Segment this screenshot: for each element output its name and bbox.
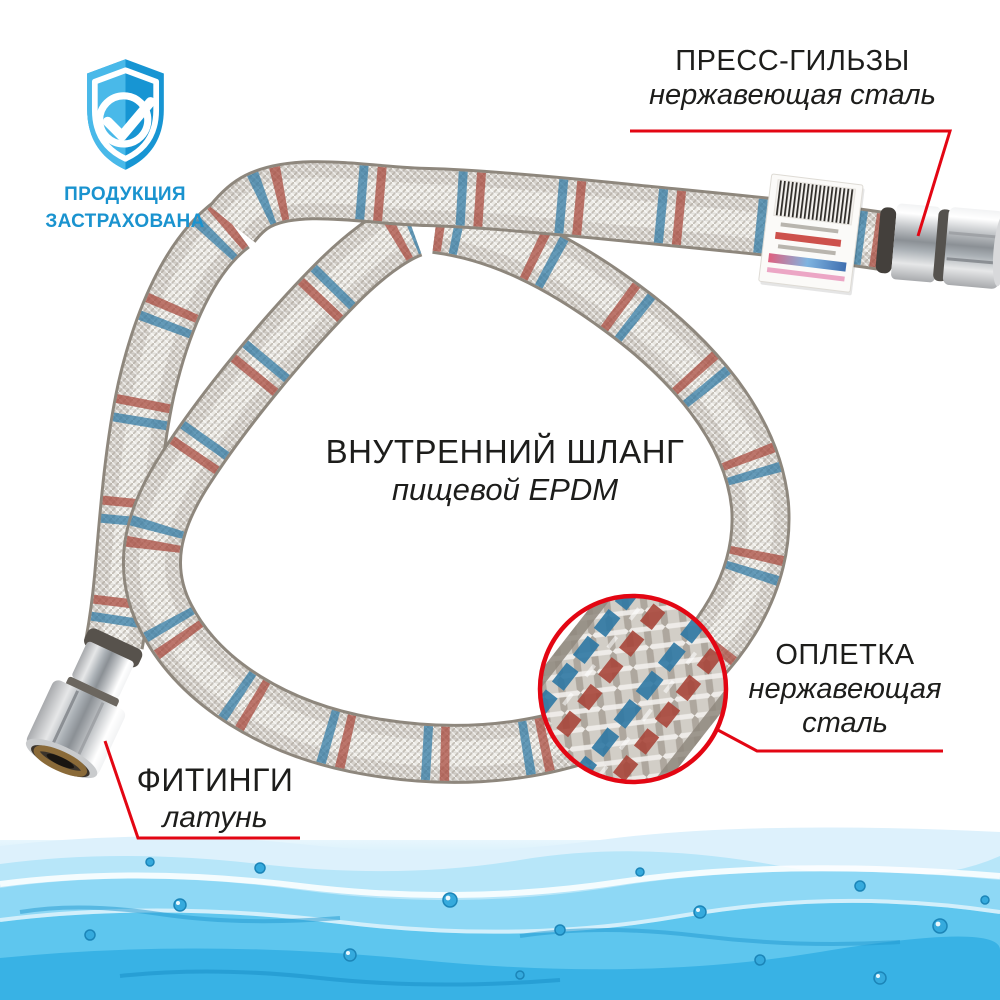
callout-fittings-title: ФИТИНГИ <box>136 762 294 798</box>
callout-braid-subtitle2: сталь <box>802 707 888 740</box>
callout-press-title: ПРЕСС-ГИЛЬЗЫ <box>675 45 910 77</box>
callout-press-subtitle: нержавеющая сталь <box>649 79 936 112</box>
callout-inner-subtitle: пищевой EPDM <box>391 471 619 507</box>
barcode-label <box>758 173 865 296</box>
barcode <box>773 179 856 225</box>
shield-check-icon <box>86 59 164 170</box>
insurance-badge-text: ПРОДУКЦИЯ ЗАСТРАХОВАНА <box>10 182 240 235</box>
callout-inner-hose: ВНУТРЕННИЙ ШЛАНГ пищевой EPDM <box>305 433 705 509</box>
magnifier-ring-icon <box>537 593 729 785</box>
pointer-braid <box>715 727 943 753</box>
callout-braid-title: ОПЛЕТКА <box>775 639 915 671</box>
water-droplets <box>84 857 990 985</box>
pointer-lines <box>103 129 953 840</box>
insurance-badge-line1: ПРОДУКЦИЯ <box>64 184 186 205</box>
right-fitting-press-sleeve <box>875 203 1000 289</box>
water-splash <box>0 827 1000 1000</box>
pointer-press-sleeves <box>630 129 953 237</box>
callout-fittings: ФИТИНГИ латунь <box>90 762 340 835</box>
callout-inner-title: ВНУТРЕННИЙ ШЛАНГ <box>325 433 685 470</box>
hose <box>25 173 1000 787</box>
callout-braid: ОПЛЕТКА нержавеющая сталь <box>720 638 970 741</box>
callout-braid-subtitle1: нержавеющая <box>748 673 942 706</box>
insurance-badge-line2: ЗАСТРАХОВАНА <box>45 210 205 232</box>
pointer-fittings <box>103 740 300 840</box>
callout-fittings-subtitle: латунь <box>162 800 268 834</box>
left-fitting-brass <box>25 628 143 779</box>
insurance-badge: ПРОДУКЦИЯ ЗАСТРАХОВАНА <box>10 0 240 235</box>
callout-press-sleeves: ПРЕСС-ГИЛЬЗЫ нержавеющая сталь <box>615 44 970 112</box>
